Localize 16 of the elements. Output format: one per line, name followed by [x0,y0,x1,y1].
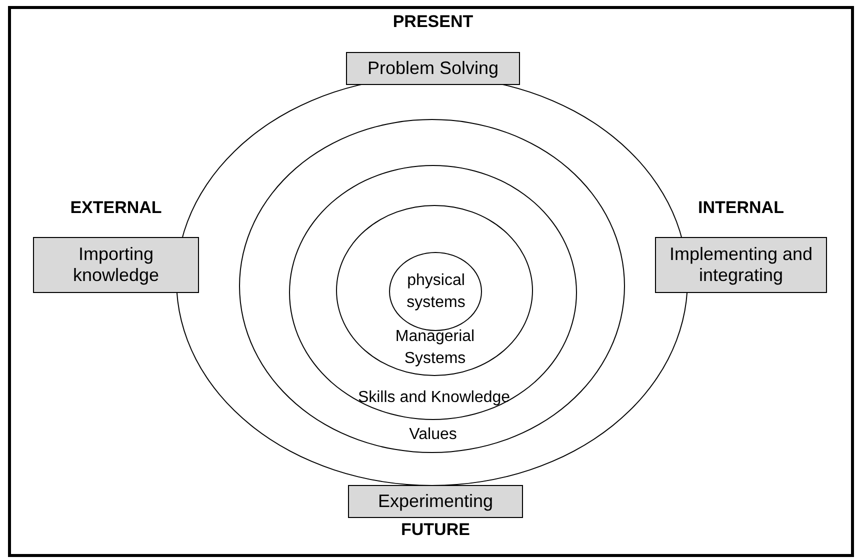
ring-label: physical systems [406,271,466,313]
heading: EXTERNAL [69,198,163,218]
ring-ellipse [336,205,533,376]
heading: PRESENT [392,12,474,32]
ring-ellipse [389,252,482,331]
ring-label: Skills and Knowledge [356,388,512,408]
ring-ellipse [289,165,577,420]
label-box: Problem Solving [346,52,520,85]
label-box: Implementing and integrating [655,237,827,293]
heading: INTERNAL [697,198,785,218]
label-box: Experimenting [348,485,523,518]
ring-label: Managerial Systems [394,327,476,369]
ring-label: Values [408,425,458,445]
ring-ellipse [239,119,625,453]
heading: FUTURE [400,520,471,540]
label-box: Importing knowledge [33,237,199,293]
